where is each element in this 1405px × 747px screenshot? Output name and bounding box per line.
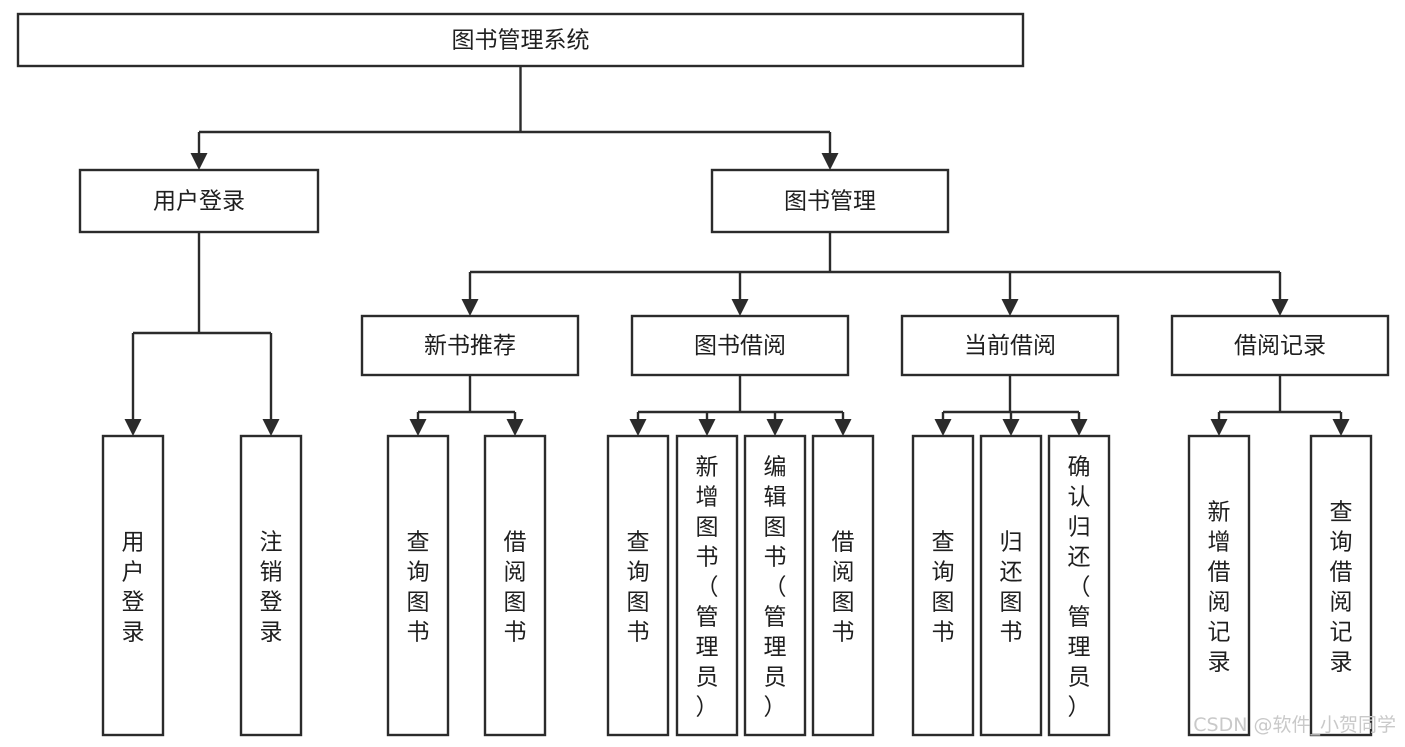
leaf-leaf-current-query-book[interactable]: 查询图书 xyxy=(911,434,975,737)
leaf-leaf-user-login[interactable]: 用户登录 xyxy=(101,434,165,737)
leaf-leaf-user-login-label: 用户登录 xyxy=(122,530,145,646)
leaf-leaf-recommend-borrow-book-box[interactable] xyxy=(483,434,547,737)
node-root[interactable]: 图书管理系统 xyxy=(16,12,1025,68)
leaf-leaf-logout-label: 注销登录 xyxy=(260,530,283,646)
leaf-leaf-recommend-query-book[interactable]: 查询图书 xyxy=(386,434,450,737)
bookmgmt-to-level2-arrow-3 xyxy=(1271,299,1289,316)
leaf-leaf-borrow-edit-book-label: 编辑图书（管理员） xyxy=(764,455,787,721)
leaf-leaf-current-return-book[interactable]: 归还图书 xyxy=(979,434,1043,737)
leaf-leaf-borrow-edit-book[interactable]: 编辑图书（管理员） xyxy=(743,434,807,737)
l2-current-borrow-to-leaves-arrow-1 xyxy=(1002,419,1020,436)
leaf-leaf-borrow-borrow-book[interactable]: 借阅图书 xyxy=(811,434,875,737)
leaf-leaf-records-query-box[interactable] xyxy=(1309,434,1373,737)
bookmgmt-to-level2-arrow-1 xyxy=(731,299,749,316)
l2-borrow-records-to-leaves-arrow-0 xyxy=(1210,419,1228,436)
csdn-watermark: CSDN @软件_小贺同学 xyxy=(1193,714,1396,736)
node-book-borrow-label: 图书借阅 xyxy=(694,333,786,359)
node-book-management-label: 图书管理 xyxy=(784,189,876,215)
leaf-leaf-user-login-box[interactable] xyxy=(101,434,165,737)
leaf-leaf-borrow-add-book[interactable]: 新增图书（管理员） xyxy=(675,434,739,737)
leaf-leaf-borrow-add-book-label: 新增图书（管理员） xyxy=(696,455,719,721)
l2-book-borrow-to-leaves-arrow-2 xyxy=(766,419,784,436)
root-to-level1-arrow-0 xyxy=(190,153,208,170)
node-new-book-recommend-box[interactable] xyxy=(360,314,580,377)
leaf-leaf-current-return-book-label: 归还图书 xyxy=(1000,530,1023,646)
leaf-leaf-current-query-book-box[interactable] xyxy=(911,434,975,737)
leaf-leaf-borrow-query-book[interactable]: 查询图书 xyxy=(606,434,670,737)
leaf-leaf-borrow-add-book-box[interactable] xyxy=(675,434,739,737)
leaf-leaf-records-add-box[interactable] xyxy=(1187,434,1251,737)
node-root-label: 图书管理系统 xyxy=(452,28,590,54)
leaf-leaf-current-return-book-box[interactable] xyxy=(979,434,1043,737)
leaf-leaf-current-confirm-return-box[interactable] xyxy=(1047,434,1111,737)
node-new-book-recommend-label: 新书推荐 xyxy=(424,333,516,359)
l2-borrow-records-to-leaves-arrow-1 xyxy=(1332,419,1350,436)
leaf-leaf-borrow-borrow-book-label: 借阅图书 xyxy=(832,530,855,646)
leaf-leaf-recommend-query-book-label: 查询图书 xyxy=(407,530,430,646)
node-current-borrow-label: 当前借阅 xyxy=(964,333,1056,359)
leaf-leaf-borrow-query-book-label: 查询图书 xyxy=(627,530,650,646)
node-book-management-box[interactable] xyxy=(710,168,950,234)
l2-current-borrow-to-leaves-arrow-2 xyxy=(1070,419,1088,436)
node-user-login-box[interactable] xyxy=(78,168,320,234)
leaf-leaf-borrow-edit-book-box[interactable] xyxy=(743,434,807,737)
leaf-leaf-borrow-borrow-book-box[interactable] xyxy=(811,434,875,737)
node-current-borrow[interactable]: 当前借阅 xyxy=(900,314,1120,377)
bookmgmt-to-level2-arrow-2 xyxy=(1001,299,1019,316)
l2-book-borrow-to-leaves-arrow-1 xyxy=(698,419,716,436)
node-book-borrow-box[interactable] xyxy=(630,314,850,377)
leaf-leaf-recommend-query-book-box[interactable] xyxy=(386,434,450,737)
userlogin-to-leaves-arrow-0 xyxy=(124,419,142,436)
node-borrow-records[interactable]: 借阅记录 xyxy=(1170,314,1390,377)
leaf-leaf-borrow-query-book-box[interactable] xyxy=(606,434,670,737)
node-new-book-recommend[interactable]: 新书推荐 xyxy=(360,314,580,377)
node-root-box[interactable] xyxy=(16,12,1025,68)
userlogin-to-leaves-arrow-1 xyxy=(262,419,280,436)
leaf-leaf-logout[interactable]: 注销登录 xyxy=(239,434,303,737)
leaf-leaf-current-confirm-return-label: 确认归还（管理员） xyxy=(1068,455,1091,721)
leaf-leaf-records-add-label: 新增借阅记录 xyxy=(1208,500,1231,676)
l2-book-borrow-to-leaves-arrow-0 xyxy=(629,419,647,436)
node-book-borrow[interactable]: 图书借阅 xyxy=(630,314,850,377)
leaf-leaf-records-query-label: 查询借阅记录 xyxy=(1330,500,1353,676)
leaf-leaf-logout-box[interactable] xyxy=(239,434,303,737)
leaf-leaf-recommend-borrow-book-label: 借阅图书 xyxy=(504,530,527,646)
root-to-level1-arrow-1 xyxy=(821,153,839,170)
l2-new-book-recommend-to-leaves-arrow-1 xyxy=(506,419,524,436)
l2-new-book-recommend-to-leaves-arrow-0 xyxy=(409,419,427,436)
node-current-borrow-box[interactable] xyxy=(900,314,1120,377)
node-book-management[interactable]: 图书管理 xyxy=(710,168,950,234)
node-user-login[interactable]: 用户登录 xyxy=(78,168,320,234)
l2-book-borrow-to-leaves-arrow-3 xyxy=(834,419,852,436)
node-user-login-label: 用户登录 xyxy=(153,189,245,215)
bookmgmt-to-level2-arrow-0 xyxy=(461,299,479,316)
node-borrow-records-label: 借阅记录 xyxy=(1234,333,1326,359)
leaf-leaf-records-add[interactable]: 新增借阅记录 xyxy=(1187,434,1251,737)
node-layer: 图书管理系统用户登录图书管理新书推荐图书借阅当前借阅借阅记录用户登录注销登录查询… xyxy=(16,12,1390,737)
connector-layer xyxy=(124,66,1350,436)
leaf-leaf-current-query-book-label: 查询图书 xyxy=(932,530,955,646)
l2-current-borrow-to-leaves-arrow-0 xyxy=(934,419,952,436)
leaf-leaf-records-query[interactable]: 查询借阅记录 xyxy=(1309,434,1373,737)
leaf-leaf-recommend-borrow-book[interactable]: 借阅图书 xyxy=(483,434,547,737)
leaf-leaf-current-confirm-return[interactable]: 确认归还（管理员） xyxy=(1047,434,1111,737)
node-borrow-records-box[interactable] xyxy=(1170,314,1390,377)
